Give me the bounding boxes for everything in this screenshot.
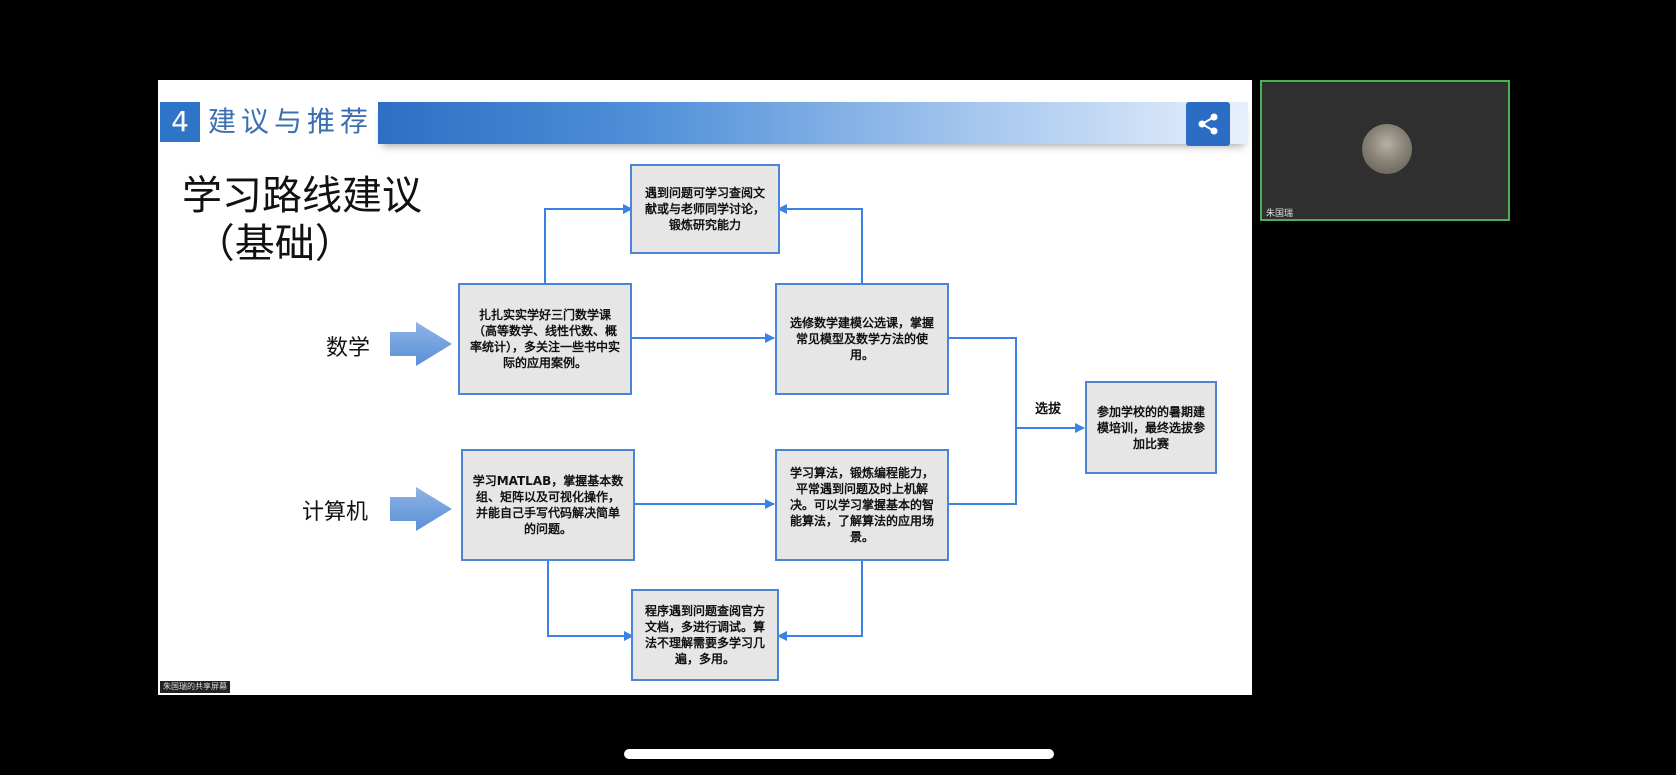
shared-slide: 4 建议与推荐 学习路线建议 （基础）: [158, 80, 1252, 695]
subject-math-label: 数学: [326, 336, 371, 361]
screen-share-caption: 朱国瑞的共享屏幕: [160, 681, 230, 693]
share-icon: [1198, 113, 1218, 135]
box-cs-algorithm: 学习算法，锻炼编程能力，平常遇到问题及时上机解决。可以学习掌握基本的智能算法，了…: [775, 449, 949, 561]
connector-algorithm-to-docs: [777, 561, 863, 641]
computer-input-arrow: [390, 487, 452, 531]
connector-math-to-research: [544, 204, 633, 283]
slide-title: 学习路线建议 （基础）: [182, 173, 422, 267]
math-input-arrow: [390, 322, 452, 366]
box-math-elective: 选修数学建模公选课，掌握常见模型及数学方法的使用。: [775, 283, 949, 395]
participant-video-tile[interactable]: 朱国瑞: [1260, 80, 1510, 221]
box-research: 遇到问题可学习查阅文献或与老师同学讨论，锻炼研究能力: [630, 164, 780, 254]
header-gradient-bar: [378, 102, 1248, 144]
box-math-basic: 扎扎实实学好三门数学课（高等数学、线性代数、概率统计），多关注一些书中实际的应用…: [458, 283, 632, 395]
connector-elective-to-research: [777, 204, 863, 283]
box-final: 参加学校的的暑期建模培训，最终选拔参加比赛: [1085, 381, 1217, 474]
flow-connectors: [390, 204, 1085, 641]
section-number: 4: [160, 102, 200, 142]
box-cs-matlab: 学习MATLAB，掌握基本数组、矩阵以及可视化操作，并能自己手写代码解决简单的问…: [461, 449, 635, 561]
connector-matlab-to-docs: [547, 561, 634, 641]
avatar: [1362, 124, 1412, 174]
share-button[interactable]: [1186, 102, 1230, 146]
subject-computer-label: 计算机: [302, 500, 369, 525]
home-indicator[interactable]: [624, 749, 1054, 759]
selection-label: 选拔: [1035, 402, 1062, 417]
section-title: 建议与推荐: [208, 105, 374, 138]
connector-algorithm-merge: [948, 428, 1017, 505]
participant-name: 朱国瑞: [1266, 209, 1294, 219]
box-docs: 程序遇到问题查阅官方文档，多进行调试。算法不理解需要多学习几遍，多用。: [631, 589, 779, 681]
connector-elective-merge: [948, 337, 1017, 428]
